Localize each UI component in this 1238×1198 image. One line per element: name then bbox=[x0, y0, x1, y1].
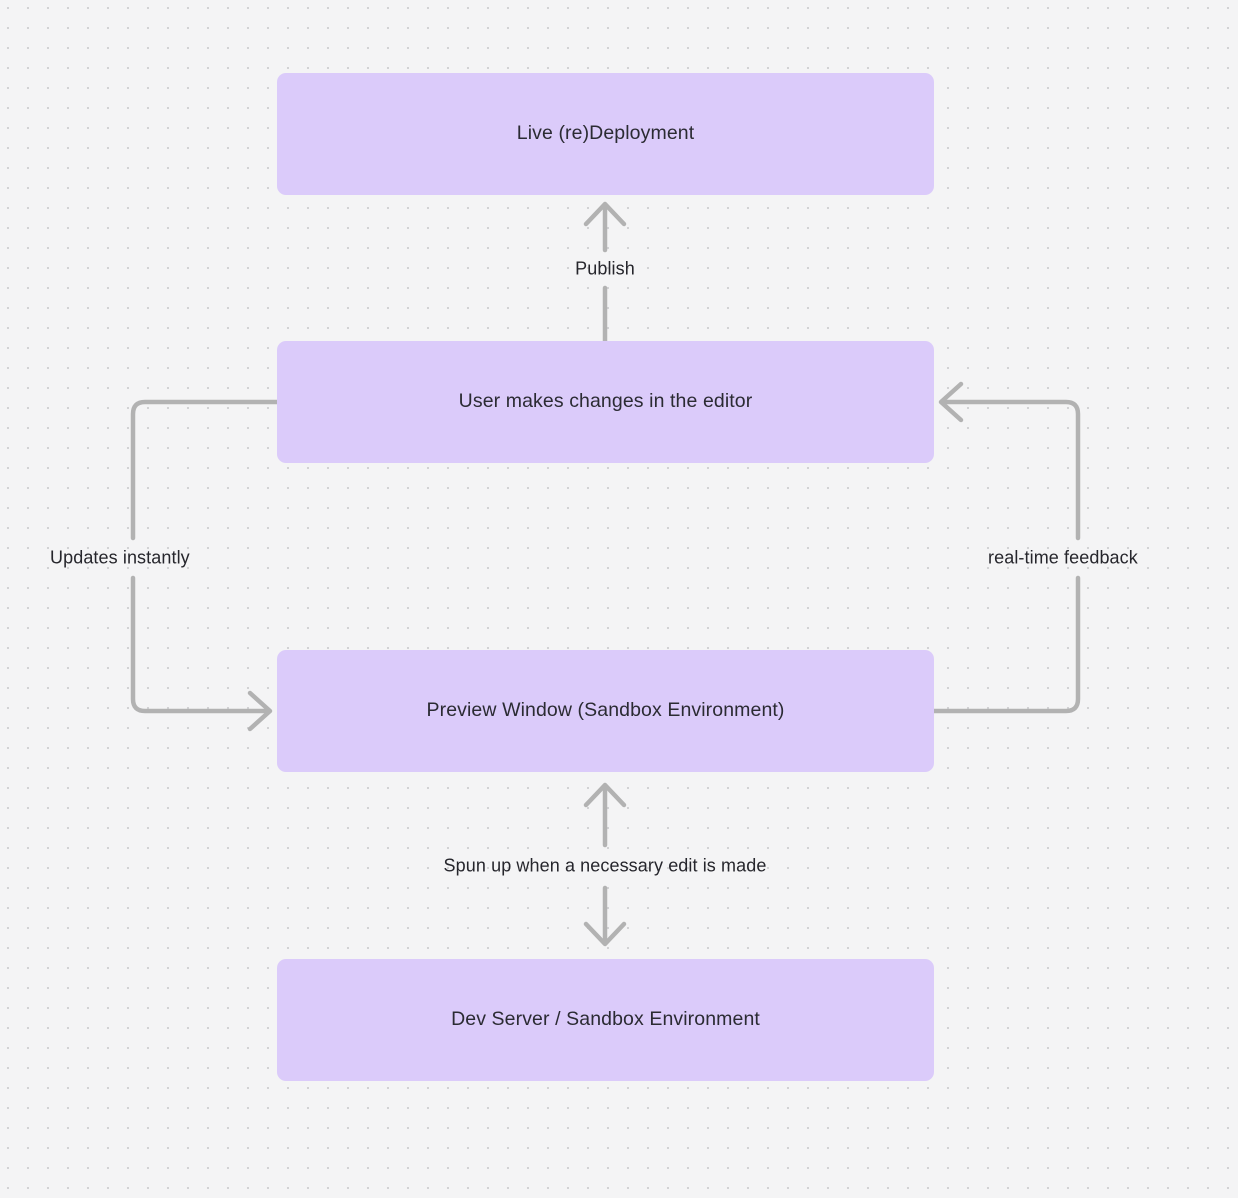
node-dev-server[interactable]: Dev Server / Sandbox Environment bbox=[277, 959, 934, 1081]
node-preview-window-label: Preview Window (Sandbox Environment) bbox=[426, 699, 785, 722]
edge-updates-instantly-upper-segment bbox=[130, 399, 280, 541]
node-preview-window[interactable]: Preview Window (Sandbox Environment) bbox=[277, 650, 934, 772]
edge-updates-instantly-arrowhead-right-icon bbox=[247, 690, 273, 732]
edge-real-time-feedback-lower-segment bbox=[931, 575, 1081, 714]
edge-label-spun-up: Spun up when a necessary edit is made bbox=[443, 855, 767, 876]
node-dev-server-label: Dev Server / Sandbox Environment bbox=[451, 1008, 760, 1031]
edge-real-time-feedback-upper-segment bbox=[943, 399, 1081, 541]
node-live-deployment-label: Live (re)Deployment bbox=[516, 122, 695, 145]
edge-real-time-feedback-arrowhead-left-icon bbox=[938, 381, 964, 423]
node-user-edits[interactable]: User makes changes in the editor bbox=[277, 341, 934, 463]
node-user-edits-label: User makes changes in the editor bbox=[458, 390, 753, 413]
edge-updates-instantly-lower-segment bbox=[130, 575, 268, 714]
edge-publish-arrowhead-up-icon bbox=[583, 201, 627, 227]
edge-label-publish: Publish bbox=[575, 258, 635, 279]
edge-label-updates-instantly: Updates instantly bbox=[50, 547, 190, 568]
edge-spun-up-arrowhead-down-icon bbox=[583, 921, 627, 947]
edge-spun-up-arrowhead-up-icon bbox=[583, 782, 627, 808]
edge-label-real-time-feedback: real-time feedback bbox=[988, 547, 1138, 568]
node-live-deployment[interactable]: Live (re)Deployment bbox=[277, 73, 934, 195]
